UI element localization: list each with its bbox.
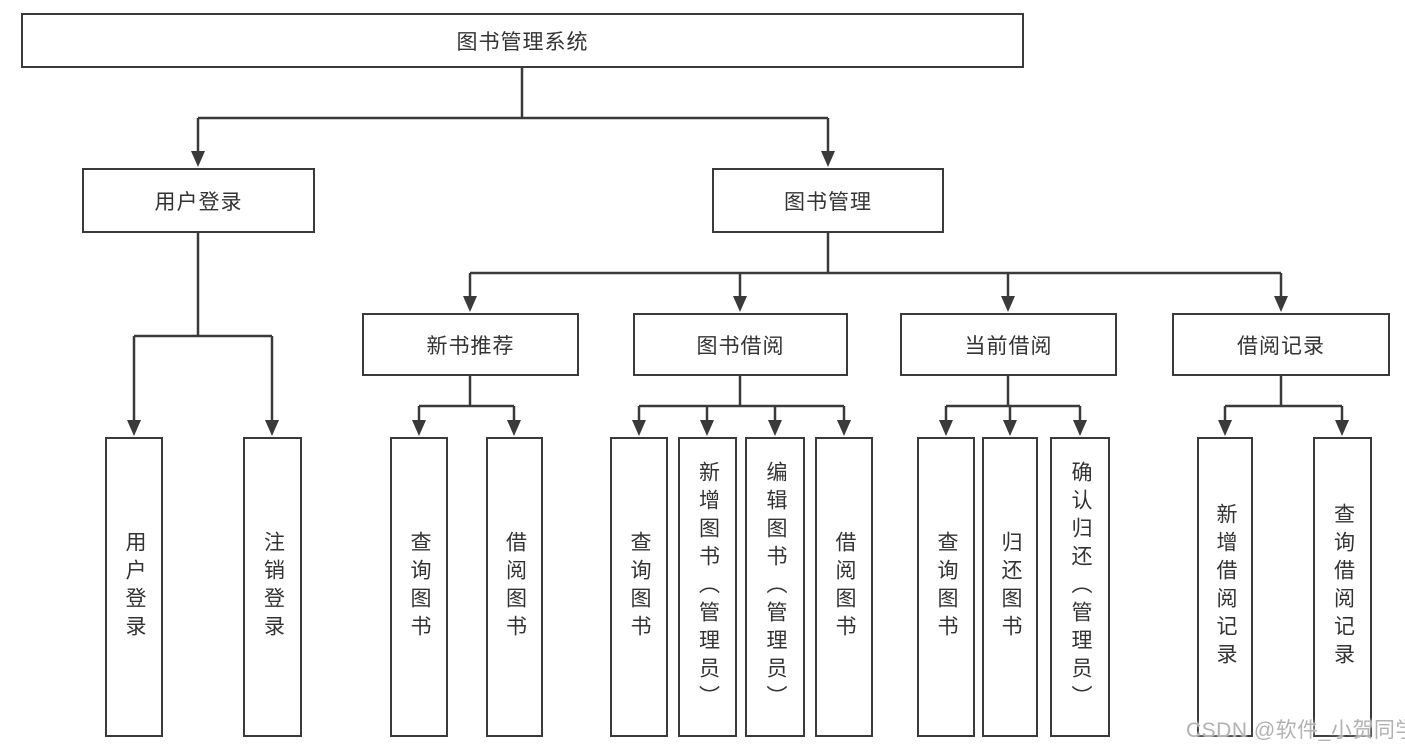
arrowhead [837, 420, 851, 436]
node-new-book-recommend: 新书推荐 [362, 313, 579, 376]
node-current-borrow: 当前借阅 [900, 313, 1117, 376]
arrowhead [939, 420, 953, 436]
leaf-user-login: 用户登录 [105, 437, 163, 737]
leaf-borrow-books-recommend: 借阅图书 [486, 437, 543, 737]
node-borrow-records: 借阅记录 [1172, 313, 1390, 376]
leaf-add-book-admin: 新增图书（管理员） [678, 437, 737, 737]
arrowhead [463, 296, 477, 312]
arrowhead [700, 420, 714, 436]
watermark: CSDN @软件_小贺同学 [1186, 719, 1405, 742]
node-user-login-branch: 用户登录 [82, 168, 315, 233]
arrowhead [1274, 296, 1288, 312]
arrowhead [1001, 296, 1015, 312]
leaf-return-book: 归还图书 [982, 437, 1038, 737]
arrowhead [507, 420, 521, 436]
node-root: 图书管理系统 [21, 13, 1024, 68]
arrowhead [821, 151, 835, 167]
leaf-borrow-books: 借阅图书 [815, 437, 873, 737]
arrowhead [191, 151, 205, 167]
leaf-confirm-return-admin: 确认归还（管理员） [1050, 437, 1110, 737]
arrowhead [1218, 420, 1232, 436]
arrowhead [632, 420, 646, 436]
leaf-query-books-current: 查询图书 [917, 437, 975, 737]
leaf-query-books-recommend: 查询图书 [390, 437, 448, 737]
leaf-logout: 注销登录 [243, 437, 302, 737]
leaf-query-borrow-record: 查询借阅记录 [1313, 437, 1372, 737]
arrowhead [412, 420, 426, 436]
arrowhead [768, 420, 782, 436]
arrowhead [733, 296, 747, 312]
arrowhead [1073, 420, 1087, 436]
arrowhead [1003, 420, 1017, 436]
leaf-edit-book-admin: 编辑图书（管理员） [745, 437, 805, 737]
leaf-query-books-borrow: 查询图书 [610, 437, 668, 737]
arrowhead [1335, 420, 1349, 436]
leaf-add-borrow-record: 新增借阅记录 [1197, 437, 1253, 737]
arrowhead [127, 420, 141, 436]
node-book-management-branch: 图书管理 [712, 168, 944, 233]
node-book-borrow: 图书借阅 [633, 313, 848, 376]
arrowhead [265, 420, 279, 436]
